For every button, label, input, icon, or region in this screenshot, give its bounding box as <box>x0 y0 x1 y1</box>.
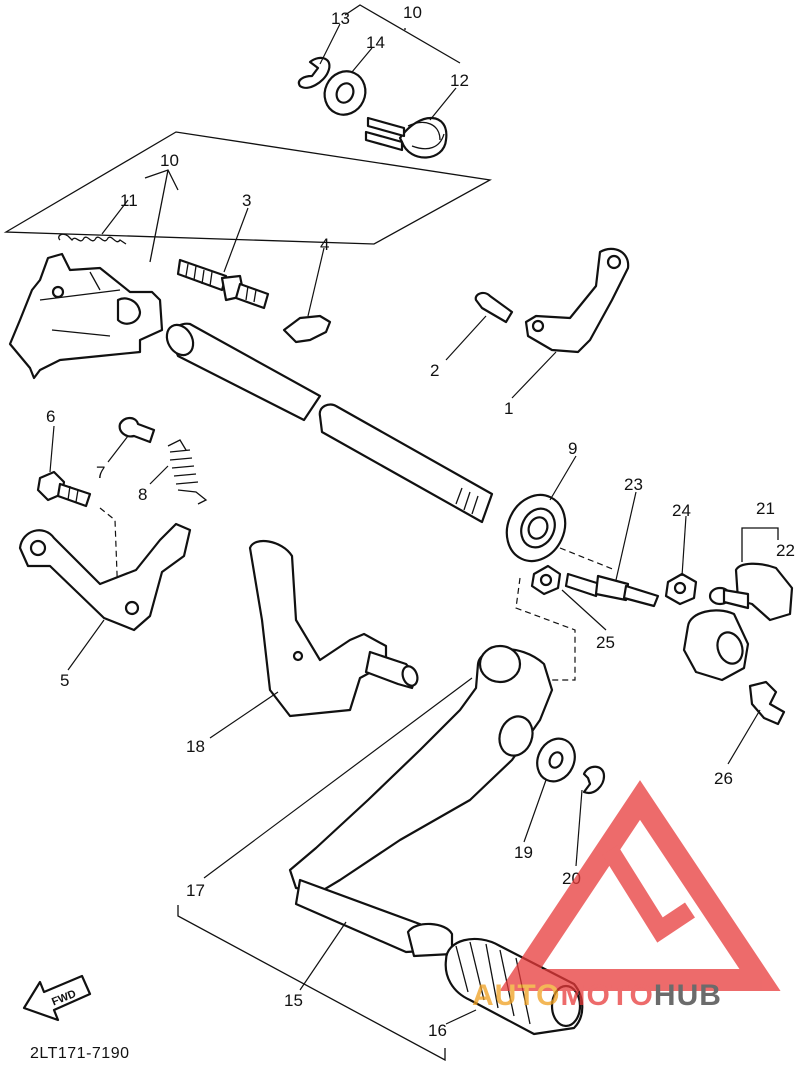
callout-21: 21 <box>756 499 775 518</box>
group-frame-10 <box>3 131 492 245</box>
shift-arm-10 <box>8 252 164 380</box>
washer-19 <box>536 737 576 783</box>
callout-6: 6 <box>46 407 55 426</box>
tie-rod-23 <box>564 572 660 608</box>
forward-arrow-icon: FWD <box>22 974 92 1022</box>
nut-24 <box>664 572 698 606</box>
callout-7: 7 <box>96 463 105 482</box>
lever-5 <box>18 522 192 632</box>
callout-10-top: 10 <box>403 3 422 22</box>
callout-26: 26 <box>714 769 733 788</box>
joint-22 <box>708 562 794 622</box>
nut-25 <box>530 564 562 596</box>
joint-21 <box>682 609 750 682</box>
watermark-inner-mark <box>602 845 695 943</box>
bolt-2 <box>474 291 514 324</box>
callout-3: 3 <box>242 191 251 210</box>
callout-25: 25 <box>596 633 615 652</box>
watermark-text-moto: MOTO <box>560 979 653 1012</box>
callout-1: 1 <box>504 399 513 418</box>
bolt-26 <box>748 680 786 726</box>
callout-12: 12 <box>450 71 469 90</box>
dash-line-5-6 <box>99 507 119 601</box>
bracket-10-left <box>144 169 179 263</box>
circlip-13 <box>297 56 331 89</box>
watermark-logo: AUTOMOTOHUB <box>472 780 781 1012</box>
callout-19: 19 <box>514 843 533 862</box>
bracket-21 <box>741 527 779 562</box>
plate-4 <box>282 314 332 344</box>
callout-16: 16 <box>428 1021 447 1040</box>
watermark-text-auto: AUTO <box>472 979 560 1012</box>
callout-10-left: 10 <box>160 151 179 170</box>
callout-11: 11 <box>120 191 138 210</box>
dash-line-25 <box>515 577 576 681</box>
watermark-text-hub: HUB <box>654 979 722 1012</box>
callout-18: 18 <box>186 737 205 756</box>
shift-pedal-17 <box>288 644 554 958</box>
spring-11 <box>58 233 127 245</box>
callout-4: 4 <box>320 235 329 254</box>
watermark-text: AUTOMOTOHUB <box>472 979 722 1012</box>
dash-line-9 <box>559 547 616 571</box>
callout-2: 2 <box>430 361 439 380</box>
callout-13: 13 <box>331 9 350 28</box>
washer-14 <box>323 70 367 116</box>
callout-8: 8 <box>138 485 147 504</box>
bracket-15-17 <box>177 905 446 1062</box>
diagram-code: 2LT171-7190 <box>30 1045 130 1061</box>
shift-shaft <box>165 322 494 524</box>
spring-8 <box>167 439 208 505</box>
callout-23: 23 <box>624 475 643 494</box>
callout-9: 9 <box>568 439 577 458</box>
callout-24: 24 <box>672 501 691 520</box>
callout-5: 5 <box>60 671 69 690</box>
callout-22: 22 <box>776 541 795 560</box>
circlip-20 <box>582 765 606 794</box>
callout-17: 17 <box>186 881 205 900</box>
leader-lines <box>49 23 761 1025</box>
stud-bolt-3 <box>176 258 270 310</box>
callout-14: 14 <box>366 33 385 52</box>
watermark-triangle <box>499 780 781 991</box>
arm-18 <box>248 539 419 718</box>
callout-labels: 13 10 14 12 10 11 3 4 2 1 6 7 8 9 23 24 … <box>46 3 795 1040</box>
spring-12 <box>364 116 448 159</box>
oil-seal-9 <box>505 493 567 563</box>
bracket-10-top <box>344 4 461 64</box>
callout-15: 15 <box>284 991 303 1010</box>
bolt-6 <box>36 470 92 508</box>
link-arm-1 <box>524 247 630 354</box>
bolt-7 <box>118 416 156 444</box>
